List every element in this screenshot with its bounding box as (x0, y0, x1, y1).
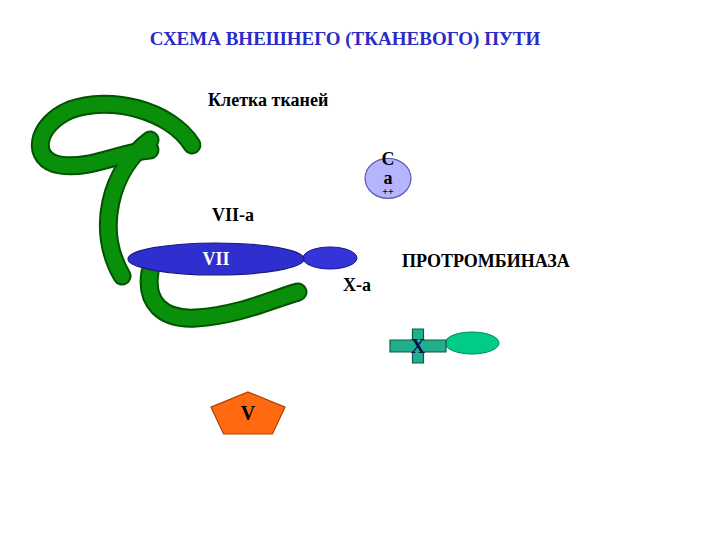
factor-label: VII-a (212, 205, 254, 226)
node-text: ++ (382, 187, 393, 198)
diagram-title: СХЕМА ВНЕШНЕГО (ТКАНЕВОГО) ПУТИ (0, 28, 690, 50)
node-text: V (241, 403, 255, 424)
factor-domain (445, 332, 499, 354)
node-text: VII (202, 250, 229, 269)
factor-cross: X (390, 329, 446, 363)
node-text: С (382, 150, 395, 169)
factor-label: X-a (343, 275, 371, 296)
node-text: a (384, 169, 393, 188)
factor-ellipse: VII (128, 243, 304, 275)
factor-domain (303, 247, 357, 269)
factor-pentagon: V (211, 392, 285, 434)
node-text: X (411, 336, 425, 357)
ion-circle: Сa++ (365, 150, 411, 198)
tissue-cell (40, 104, 298, 318)
cell-label: Клетка тканей (208, 90, 328, 111)
complex-label: ПРОТРОМБИНАЗА (402, 251, 570, 272)
